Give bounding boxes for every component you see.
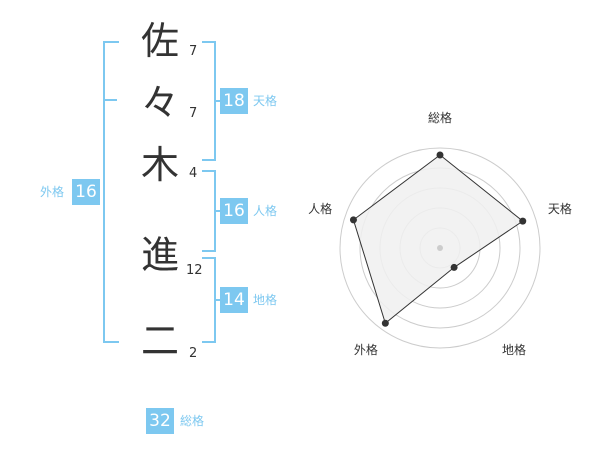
radar-point-3 (450, 263, 458, 271)
name-char-1: 佐 (140, 19, 179, 63)
jinkaku-value: 16 (220, 198, 248, 224)
soukaku-value: 32 (146, 408, 174, 434)
radar-center (437, 245, 443, 251)
stroke-count-3: 4 (189, 166, 198, 181)
gaikaku-label: 外格 (40, 185, 65, 199)
stroke-count-2: 7 (189, 106, 198, 121)
chikaku-connector (214, 299, 220, 301)
radar-point-1 (436, 151, 444, 159)
radar-axis-label-2: 天格 (548, 201, 572, 216)
radar-point-5 (349, 216, 357, 224)
gaikaku-bracket (103, 41, 119, 343)
soukaku-label: 総格 (180, 414, 205, 428)
stroke-count-4: 12 (186, 263, 203, 278)
radar-polygon (352, 154, 524, 325)
tenkaku-label: 天格 (253, 94, 278, 108)
chikaku-value: 14 (220, 287, 248, 313)
chikaku-label: 地格 (253, 293, 278, 307)
name-char-3: 木 (140, 143, 179, 187)
radar-axis-label-5: 人格 (308, 201, 332, 216)
radar-axis-label-1: 総格 (428, 110, 452, 125)
radar-axis-label-3: 地格 (502, 342, 526, 357)
radar-axis-label-4: 外格 (354, 342, 378, 357)
radar-point-2 (519, 217, 527, 225)
gaikaku-bracket-tick (103, 99, 117, 101)
stroke-count-5: 2 (189, 346, 198, 361)
name-char-5: 二 (140, 319, 179, 363)
radar-point-4 (381, 319, 389, 327)
stroke-count-1: 7 (189, 44, 198, 59)
gaikaku-value: 16 (72, 179, 100, 205)
radar-ring (339, 147, 541, 349)
name-char-4: 進 (140, 233, 179, 277)
jinkaku-label: 人格 (253, 204, 278, 218)
tenkaku-connector (214, 100, 220, 102)
name-char-2: 々 (140, 81, 179, 125)
jinkaku-connector (214, 210, 220, 212)
tenkaku-value: 18 (220, 88, 248, 114)
